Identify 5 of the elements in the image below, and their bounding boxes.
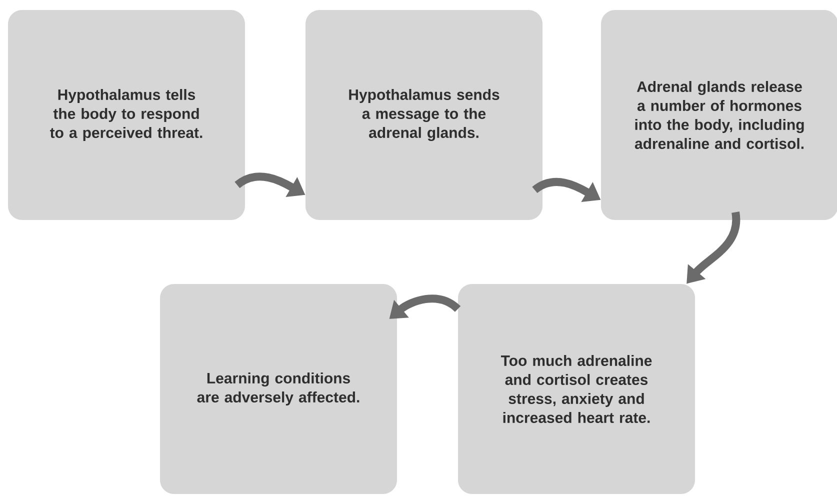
process-box: Learning conditions are adversely affected. <box>160 284 397 494</box>
process-box: Adrenal glands release a number of hormones into the body, including adrenaline and cortisol. <box>601 10 837 220</box>
process-box: Hypothalamus tells the body to respond to a perceived threat. <box>8 10 245 220</box>
process-box: Hypothalamus sends a message to the adrenal glands. <box>306 10 542 220</box>
process-box: Too much adrenaline and cortisol creates stress, anxiety and increased heart rate. <box>458 284 695 494</box>
